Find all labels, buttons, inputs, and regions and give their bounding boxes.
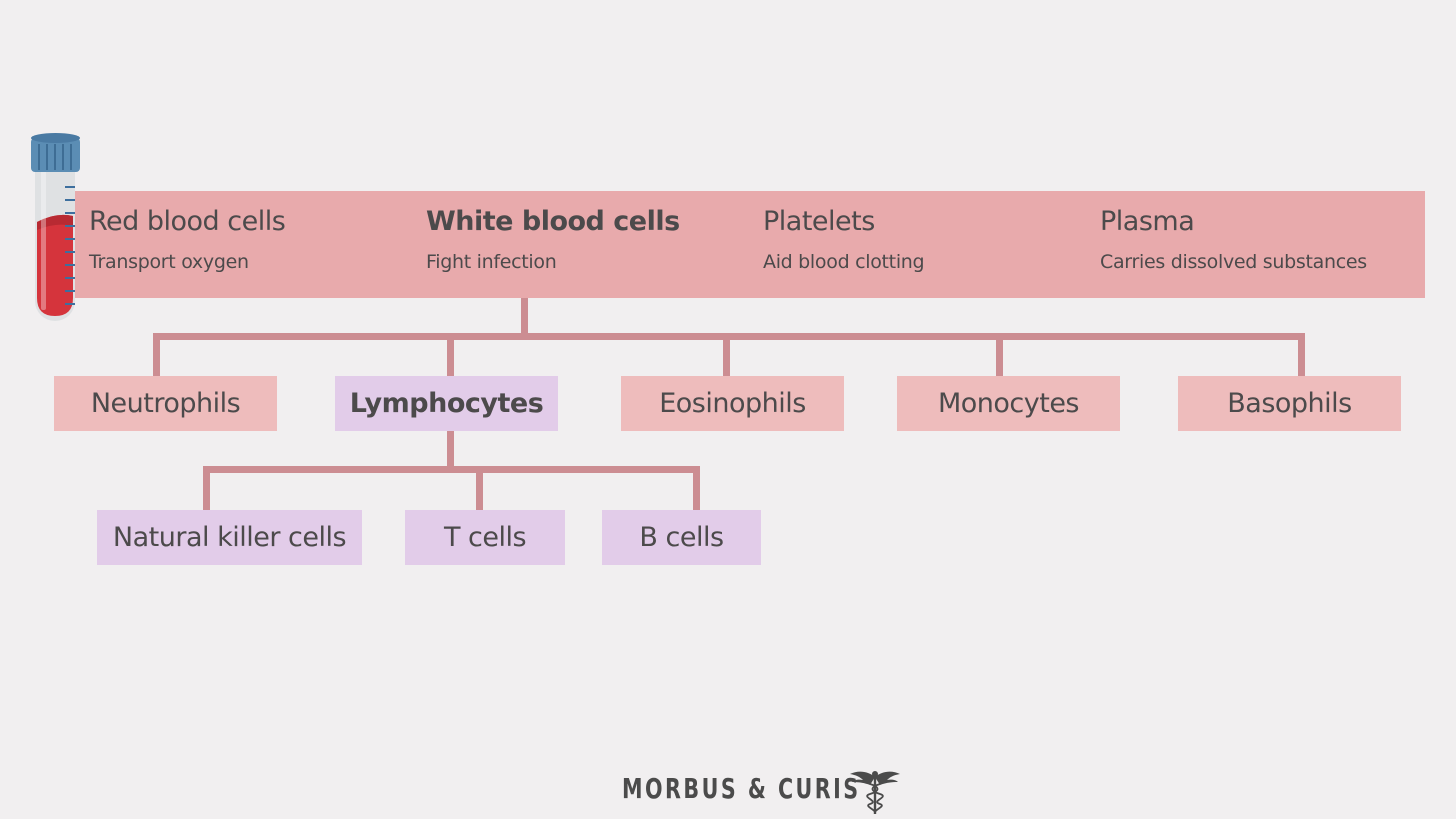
node-neutrophils: Neutrophils (54, 376, 277, 431)
connector-line (996, 333, 1003, 377)
component-title: White blood cells (426, 206, 680, 237)
connector-line (521, 298, 528, 340)
node-lymphocytes: Lymphocytes (335, 376, 558, 431)
connector-line (153, 333, 160, 377)
node-eosinophils: Eosinophils (621, 376, 844, 431)
component-subtitle: Transport oxygen (89, 251, 249, 273)
node-basophils: Basophils (1178, 376, 1401, 431)
brand-wordmark: MORBUS & CURIS (622, 772, 861, 805)
blood-tube-icon (31, 133, 80, 321)
node-monocytes: Monocytes (897, 376, 1120, 431)
connector-line (203, 466, 700, 473)
connector-line (447, 333, 454, 377)
connector-line (1298, 333, 1305, 377)
connector-line (476, 466, 483, 510)
component-subtitle: Carries dissolved substances (1100, 251, 1367, 273)
connector-line (447, 431, 454, 471)
node-b-cells: B cells (602, 510, 761, 565)
component-title: Red blood cells (89, 206, 286, 237)
connector-line (723, 333, 730, 377)
connector-line (203, 466, 210, 510)
caduceus-icon (850, 771, 900, 814)
component-subtitle: Fight infection (426, 251, 557, 273)
blood-components-band: Red blood cells Transport oxygen White b… (75, 191, 1425, 298)
component-subtitle: Aid blood clotting (763, 251, 925, 273)
connector-line (693, 466, 700, 510)
node-t-cells: T cells (405, 510, 565, 565)
component-title: Platelets (763, 206, 875, 237)
node-natural-killer-cells: Natural killer cells (97, 510, 362, 565)
component-title: Plasma (1100, 206, 1195, 237)
